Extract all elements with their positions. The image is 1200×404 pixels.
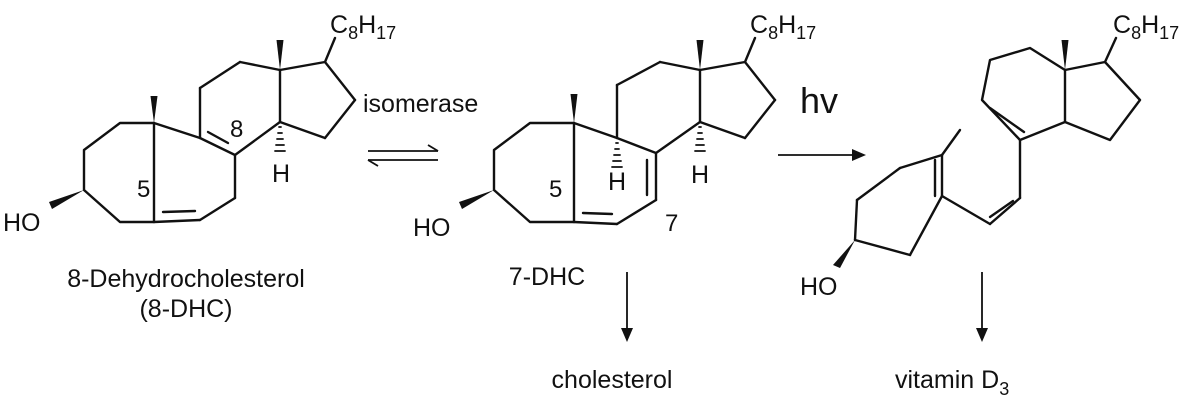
- molecule-7-dhc: C8H17 HO 5 7 H H 7-DHC: [413, 11, 816, 291]
- product-vitamin-d3: vitamin D3: [895, 366, 1009, 399]
- photolysis-arrow: hv: [778, 80, 866, 161]
- locant-5: 5: [137, 176, 150, 203]
- ring-a: [82, 121, 156, 224]
- h-label-9: H: [608, 168, 626, 196]
- molecule-name: 8-Dehydrocholesterol: [67, 265, 305, 293]
- methyl-c18-wedge: [1061, 40, 1069, 70]
- equilibrium-arrows: isomerase: [363, 90, 478, 167]
- ring-a: [492, 121, 576, 224]
- ho-wedge: [49, 190, 84, 209]
- h14-hash: [274, 126, 286, 152]
- h9-hash: [611, 142, 623, 168]
- product-cholesterol: cholesterol: [552, 366, 673, 394]
- substituent-c8h17: C8H17: [750, 11, 816, 43]
- ho-label: HO: [800, 273, 838, 301]
- locant-7: 7: [665, 210, 678, 237]
- molecule-8-dehydrocholesterol: C8H17 HO 5 8 H 8-Dehydrocholesterol (8-D…: [3, 11, 396, 323]
- methyl-c19-wedge: [570, 94, 578, 123]
- hv-label: hv: [800, 80, 838, 121]
- h-label-14: H: [691, 161, 709, 189]
- molecule-abbreviation: (8-DHC): [139, 295, 232, 323]
- molecule-vitamin-d3: C8H17 HO: [800, 11, 1179, 301]
- locant-5: 5: [549, 176, 562, 203]
- ring-b: [572, 121, 658, 226]
- methyl-c18-wedge: [696, 40, 704, 70]
- ho-wedge: [833, 240, 855, 268]
- methyl-c18-wedge: [276, 40, 284, 70]
- locant-8: 8: [230, 116, 243, 143]
- arrow-to-vitamin-d3: [976, 272, 988, 342]
- ring-b: [152, 121, 237, 224]
- ring-c: [615, 60, 702, 155]
- ring-a: [853, 128, 962, 257]
- double-bond-c8-c9: [206, 130, 230, 145]
- methyl-c19-wedge: [150, 96, 158, 123]
- ho-wedge: [459, 190, 494, 209]
- h-label: H: [272, 160, 290, 188]
- ho-label: HO: [413, 214, 451, 242]
- molecule-name: 7-DHC: [509, 263, 585, 291]
- ring-d: [698, 60, 777, 140]
- ring-d: [278, 60, 357, 140]
- arrow-to-cholesterol: [621, 272, 633, 342]
- ring-c: [198, 60, 282, 157]
- double-bond-c5-c6: [581, 211, 614, 216]
- ho-label: HO: [3, 209, 41, 237]
- substituent-c8h17: C8H17: [330, 11, 396, 43]
- isomerase-label: isomerase: [363, 90, 478, 118]
- double-bond-c5-c6: [161, 209, 197, 214]
- triene-linker: [940, 138, 1022, 226]
- double-bond-ring-c: [988, 106, 1026, 134]
- ring-cd-system: [980, 46, 1142, 142]
- h14-hash: [694, 126, 706, 152]
- substituent-c8h17: C8H17: [1113, 11, 1179, 43]
